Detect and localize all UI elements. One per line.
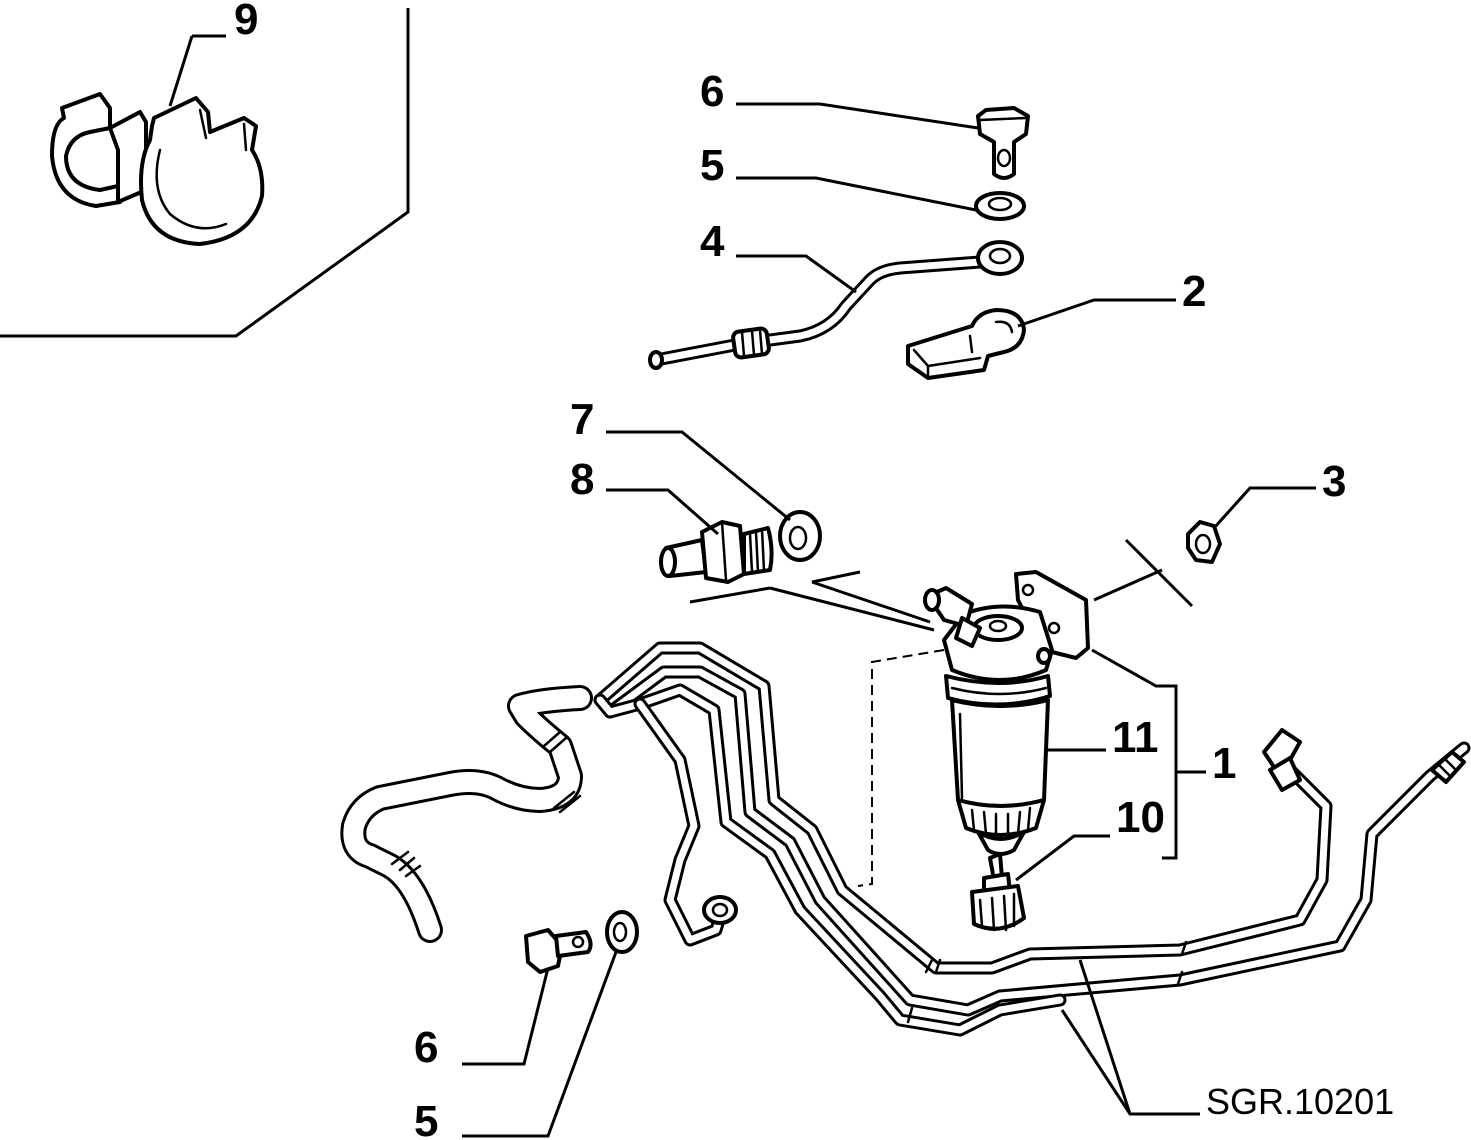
washer-bottom[interactable] xyxy=(605,910,639,954)
label-9: 9 xyxy=(234,0,258,44)
hex-nut[interactable] xyxy=(1186,520,1222,564)
fuel-filter-assembly[interactable] xyxy=(923,570,1090,856)
leader-5-top xyxy=(736,176,977,212)
label-2: 2 xyxy=(1182,267,1206,316)
leader-2 xyxy=(1017,298,1176,328)
sealing-washer[interactable] xyxy=(778,510,822,562)
assembly-axis xyxy=(857,649,945,887)
label-6-bottom: 6 xyxy=(414,1023,438,1072)
label-6-top: 6 xyxy=(700,67,724,116)
drawing-code: SGR.10201 xyxy=(1206,1081,1394,1122)
label-8: 8 xyxy=(570,455,594,504)
banjo-bolt-top[interactable] xyxy=(976,106,1030,180)
washer-top[interactable] xyxy=(974,191,1026,221)
label-4: 4 xyxy=(700,217,725,266)
leader-pipes-b xyxy=(1078,959,1132,1115)
fuel-return-hose[interactable] xyxy=(340,685,593,943)
assembly-lines xyxy=(689,538,1194,632)
inset-frame xyxy=(0,8,410,338)
leader-10 xyxy=(1015,834,1110,882)
bracket-1 xyxy=(1091,648,1178,860)
label-3: 3 xyxy=(1322,457,1346,506)
pipe-clip-pair[interactable] xyxy=(50,92,265,246)
fuel-pipes-main[interactable] xyxy=(593,641,1471,1037)
leader-5-bottom xyxy=(462,951,618,1138)
leader-8 xyxy=(606,488,719,536)
leader-6-bottom xyxy=(462,967,550,1066)
union-fitting[interactable] xyxy=(659,520,774,584)
mounting-bracket[interactable] xyxy=(906,308,1026,380)
label-5-bottom: 5 xyxy=(414,1097,438,1140)
banjo-bolt-bottom[interactable] xyxy=(524,928,593,974)
leader-3 xyxy=(1212,486,1316,530)
leader-pipes-a xyxy=(1060,1009,1200,1116)
label-11: 11 xyxy=(1112,713,1159,762)
drain-valve[interactable] xyxy=(970,852,1026,932)
label-1: 1 xyxy=(1212,739,1236,788)
leader-9 xyxy=(168,35,194,107)
label-5-top: 5 xyxy=(700,141,724,190)
leader-7 xyxy=(606,430,791,522)
label-10: 10 xyxy=(1116,793,1165,842)
label-7: 7 xyxy=(570,395,594,444)
fuel-pipe-upper[interactable] xyxy=(648,240,1024,370)
leader-4 xyxy=(736,254,857,294)
leader-6-top xyxy=(736,102,979,130)
